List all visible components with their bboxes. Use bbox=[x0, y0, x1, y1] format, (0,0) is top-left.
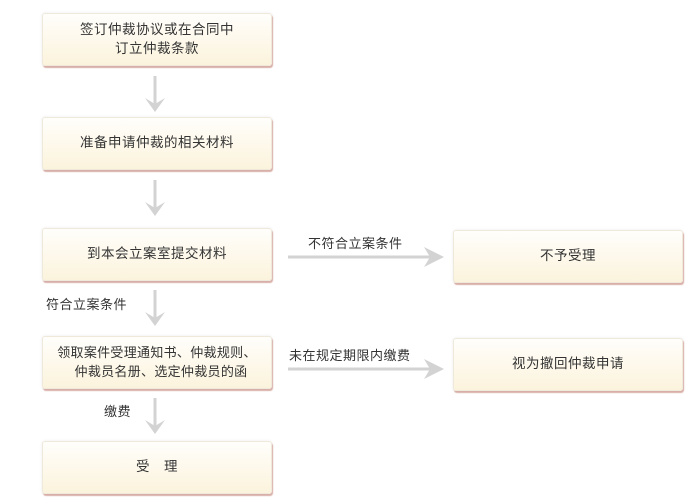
step-text-line: 准备申请仲裁的相关材料 bbox=[80, 135, 234, 151]
branch-reject: 不予受理 bbox=[453, 230, 683, 283]
edge-label-paid: 缴费 bbox=[104, 405, 132, 420]
step-accept: 受 理 bbox=[42, 441, 272, 494]
down-arrow-icon bbox=[145, 398, 165, 434]
down-arrow-icon bbox=[145, 76, 165, 112]
down-arrow-icon bbox=[145, 180, 165, 216]
step-text-line: 仲裁员名册、选定仲裁员的函 bbox=[74, 364, 248, 380]
branch-text-line: 不予受理 bbox=[540, 248, 596, 264]
step-text-line: 订立仲裁条款 bbox=[115, 40, 199, 57]
branch-text-line: 视为撤回仲裁申请 bbox=[512, 356, 624, 372]
edge-label-qualified: 符合立案条件 bbox=[46, 298, 128, 313]
step-receive-notice: 领取案件受理通知书、仲裁规则、 仲裁员名册、选定仲裁员的函 bbox=[42, 336, 272, 389]
right-arrow-icon bbox=[288, 359, 444, 379]
edge-label-not-paid: 未在规定期限内缴费 bbox=[289, 349, 411, 364]
step-text-line: 签订仲裁协议或在合同中 bbox=[80, 21, 234, 38]
step-text-line: 受 理 bbox=[136, 459, 178, 475]
step-prepare-materials: 准备申请仲裁的相关材料 bbox=[42, 117, 272, 170]
step-submit-materials: 到本会立案室提交材料 bbox=[42, 228, 272, 281]
branch-withdraw: 视为撤回仲裁申请 bbox=[453, 338, 683, 391]
step-text-line: 领取案件受理通知书、仲裁规则、 bbox=[57, 345, 257, 361]
step-sign-agreement: 签订仲裁协议或在合同中 订立仲裁条款 bbox=[42, 13, 272, 66]
down-arrow-icon bbox=[145, 290, 165, 326]
edge-label-not-qualified: 不符合立案条件 bbox=[308, 237, 403, 252]
step-text-line: 到本会立案室提交材料 bbox=[87, 246, 227, 262]
right-arrow-icon bbox=[288, 247, 444, 267]
